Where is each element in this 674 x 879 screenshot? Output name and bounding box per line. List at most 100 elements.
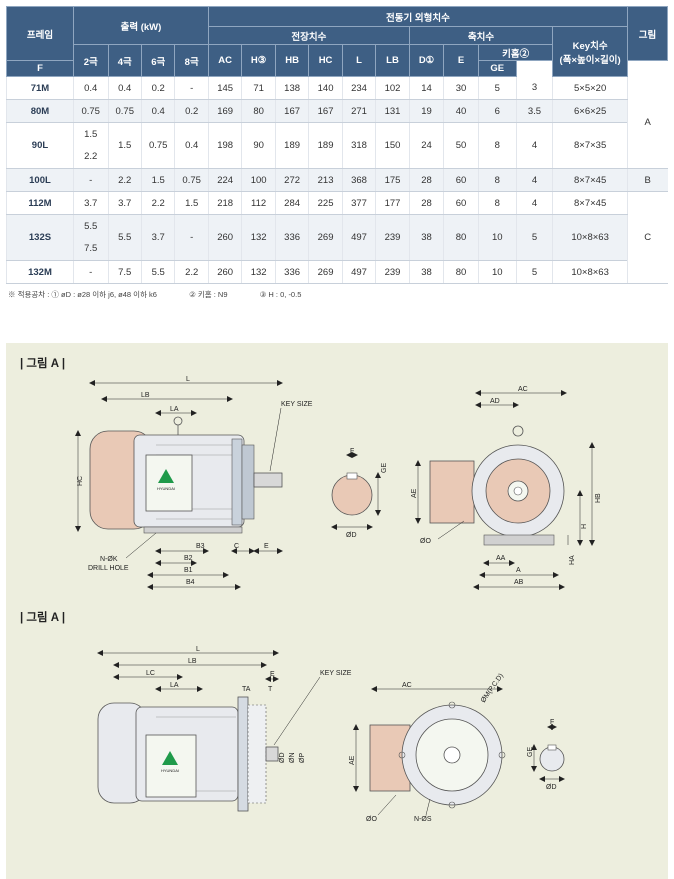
header-body-dims: 전장치수 [207,26,410,45]
dim-ha: HA [569,555,576,565]
dim-lb-2: LB [188,658,197,665]
cell-f: 10 [477,214,517,261]
cell-e: 30 [443,76,479,100]
cell-lb: 150 [375,122,410,169]
cell-f: 8 [477,122,517,169]
cell-figure: C [626,191,668,284]
cell-d: 24 [408,122,444,169]
cell-ac: 260 [207,214,242,261]
header-key-dims: Key치수 (폭×높이×길이) [552,26,628,77]
shaft-section [331,474,373,516]
cell-l: 368 [341,168,376,192]
bolt-hole [448,701,456,709]
eye-bolt [173,416,183,426]
cell-l: 377 [341,191,376,215]
terminal-box-front [429,460,475,524]
cell-ac: 169 [207,99,242,123]
cell-e: 80 [443,260,479,284]
hyundai-logo-icon [162,751,178,765]
cell-ac: 260 [207,260,242,284]
cell-p2-value: 7.5 [84,242,98,254]
dim-hc: HC [77,476,84,486]
key-size-label-2: KEY SIZE [320,670,352,677]
cell-hb: 272 [274,168,309,192]
dim-ta: TA [242,686,251,693]
cell-p2: - [72,260,108,284]
cell-lb: 175 [375,168,410,192]
cell-p4: 2.2 [107,168,142,192]
cell-frame: 71M [6,76,74,100]
cell-frame: 100L [6,168,74,192]
cell-frame: 132S [6,214,74,261]
cell-d: 38 [408,260,444,284]
cell-hc: 269 [308,260,343,284]
cell-h: 100 [241,168,276,192]
cell-l: 497 [341,260,376,284]
cell-ge: 3.5 [515,99,553,123]
fig2-front-view: AC ØM(P.C.D) AE ØO N-ØS [349,673,506,823]
cell-d: 28 [408,191,444,215]
cell-key: 10×8×63 [552,260,628,284]
cell-hb: 336 [274,214,309,261]
cell-p6: 0.2 [140,76,175,100]
cell-ge: 4 [515,122,553,169]
cell-h: 132 [241,260,276,284]
cell-p8: - [174,76,209,100]
cell-ge: 4 [515,191,553,215]
header-ge: GE [477,60,517,77]
cell-ge: 4 [515,168,553,192]
cell-p8: 1.5 [174,191,209,215]
drill-hole-label: DRILL HOLE [88,565,129,572]
cell-f: 8 [477,168,517,192]
header-pole-4: 4극 [107,44,142,77]
cell-frame: 132M [6,260,74,284]
cell-ac: 198 [207,122,242,169]
header-h: H③ [241,44,276,77]
header-dims: 전동기 외형치수 [207,6,628,27]
header-hb: HB [274,44,310,77]
shaft-end-2 [443,746,461,764]
dim-b3: B3 [196,543,205,550]
shaft-2 [265,746,279,762]
cell-p2: - [72,168,108,192]
dim-c: C [234,543,239,550]
figure2-title: | 그림 A | [20,612,66,624]
dim-m-pcd: ØM(P.C.D) [480,673,505,705]
shaft [253,472,283,488]
cell-p4: 0.75 [107,99,142,123]
cell-f: 8 [477,191,517,215]
dim-b4: B4 [186,579,195,586]
dim-h: H [581,524,588,529]
cell-p6: 1.5 [140,168,175,192]
cell-key: 8×7×45 [552,191,628,215]
cell-figure: A [626,76,668,169]
dim-ge-2: GE [527,747,534,757]
cell-lb: 177 [375,191,410,215]
cell-p6: 0.4 [140,99,175,123]
feet-front [483,534,555,546]
figure1-title: | 그림 A | [20,358,66,370]
cell-e: 60 [443,191,479,215]
cell-d: 38 [408,214,444,261]
header-frame: 프레임 [6,6,74,61]
bolt-hole [498,751,506,759]
header-figure: 그림 [626,6,669,61]
cell-key: 5×5×20 [552,76,628,100]
dim-a: A [516,567,521,574]
cell-lb: 102 [375,76,410,100]
fig1-shaft-section: F GE ØD [331,448,388,539]
cell-f: 6 [477,99,517,123]
cell-frame: 112M [6,191,74,215]
cell-hc: 189 [308,122,343,169]
dim-o-2: ØO [366,816,377,823]
cell-ge: 5 [515,260,553,284]
cell-f: 5 [477,76,517,100]
cell-p8: 0.4 [174,122,209,169]
cell-p8: 0.75 [174,168,209,192]
cell-p2: 3.7 [72,191,108,215]
dim-l: L [186,376,190,383]
dim-ge: GE [381,463,388,473]
cell-ge: 3 [515,76,553,100]
